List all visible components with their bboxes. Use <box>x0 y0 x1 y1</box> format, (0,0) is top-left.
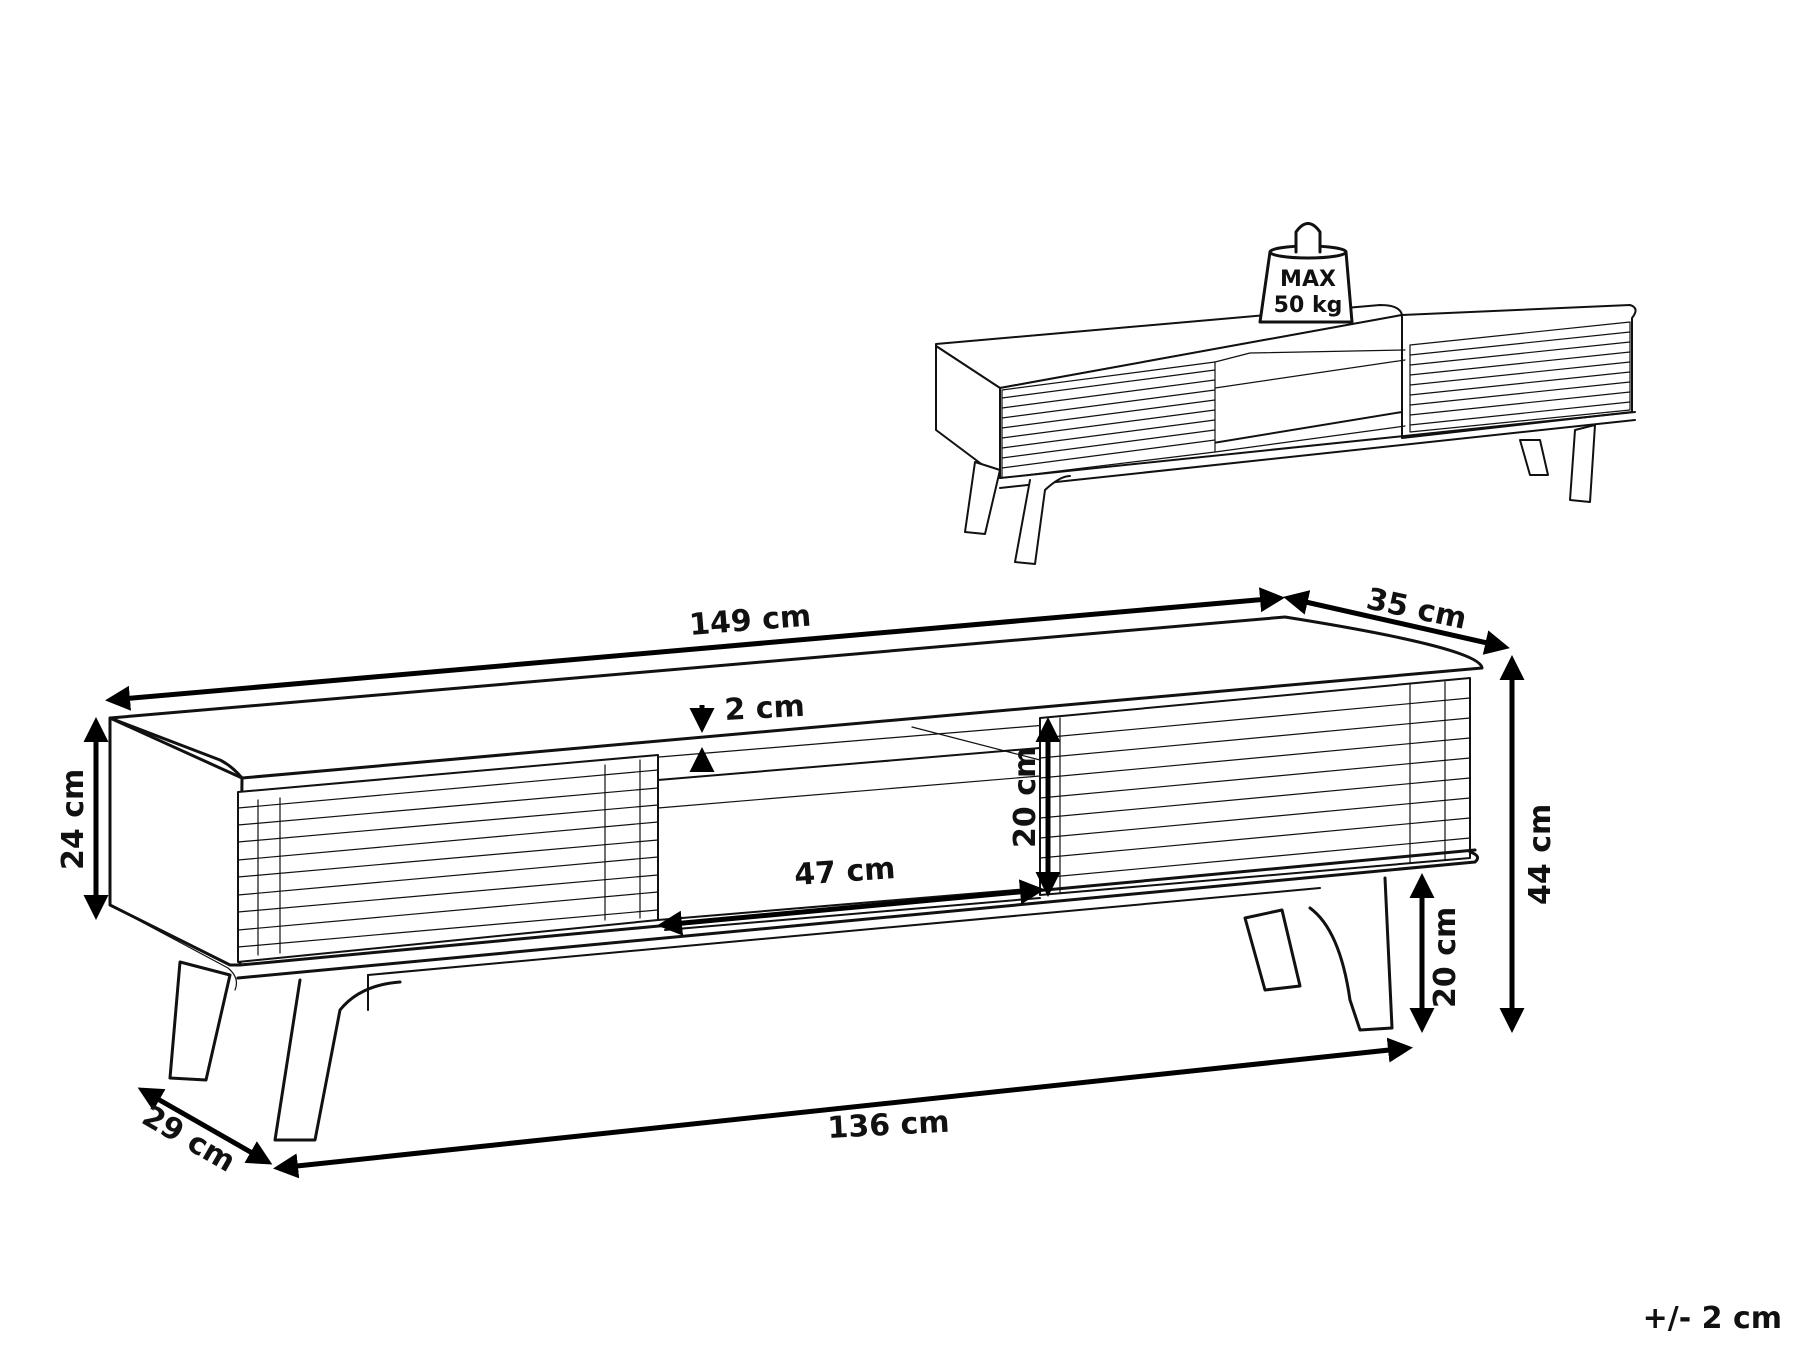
dimension-47: 47 cm <box>657 851 1045 936</box>
weight-label-kg: 50 kg <box>1274 293 1343 318</box>
dimension-20-shelf: 20 cm <box>1008 717 1061 897</box>
dimension-44: 44 cm <box>1499 655 1558 1033</box>
label-44cm: 44 cm <box>1523 804 1558 905</box>
dimension-29: 29 cm <box>136 1087 273 1180</box>
dimension-2: 2 cm <box>689 689 806 772</box>
dimension-24: 24 cm <box>56 717 109 920</box>
preview-right-door <box>1409 321 1631 433</box>
label-20cm-shelf: 20 cm <box>1008 747 1043 848</box>
left-slatted-door <box>237 754 659 963</box>
label-20cm-leg: 20 cm <box>1428 907 1463 1008</box>
weight-icon: MAX 50 kg <box>1258 222 1354 324</box>
label-136cm: 136 cm <box>827 1105 951 1146</box>
open-shelf <box>657 726 1041 931</box>
label-2cm: 2 cm <box>724 689 806 728</box>
label-29cm: 29 cm <box>136 1099 241 1180</box>
label-149cm: 149 cm <box>688 599 812 643</box>
tolerance-note: +/- 2 cm <box>1643 1301 1782 1336</box>
dimension-20-leg: 20 cm <box>1409 873 1463 1033</box>
dimension-136: 136 cm <box>273 1037 1413 1179</box>
weight-label-max: MAX <box>1280 267 1336 292</box>
label-24cm: 24 cm <box>56 769 91 870</box>
preview-tv-stand <box>935 304 1637 565</box>
right-slatted-door <box>1039 677 1471 896</box>
label-47cm: 47 cm <box>793 851 896 893</box>
